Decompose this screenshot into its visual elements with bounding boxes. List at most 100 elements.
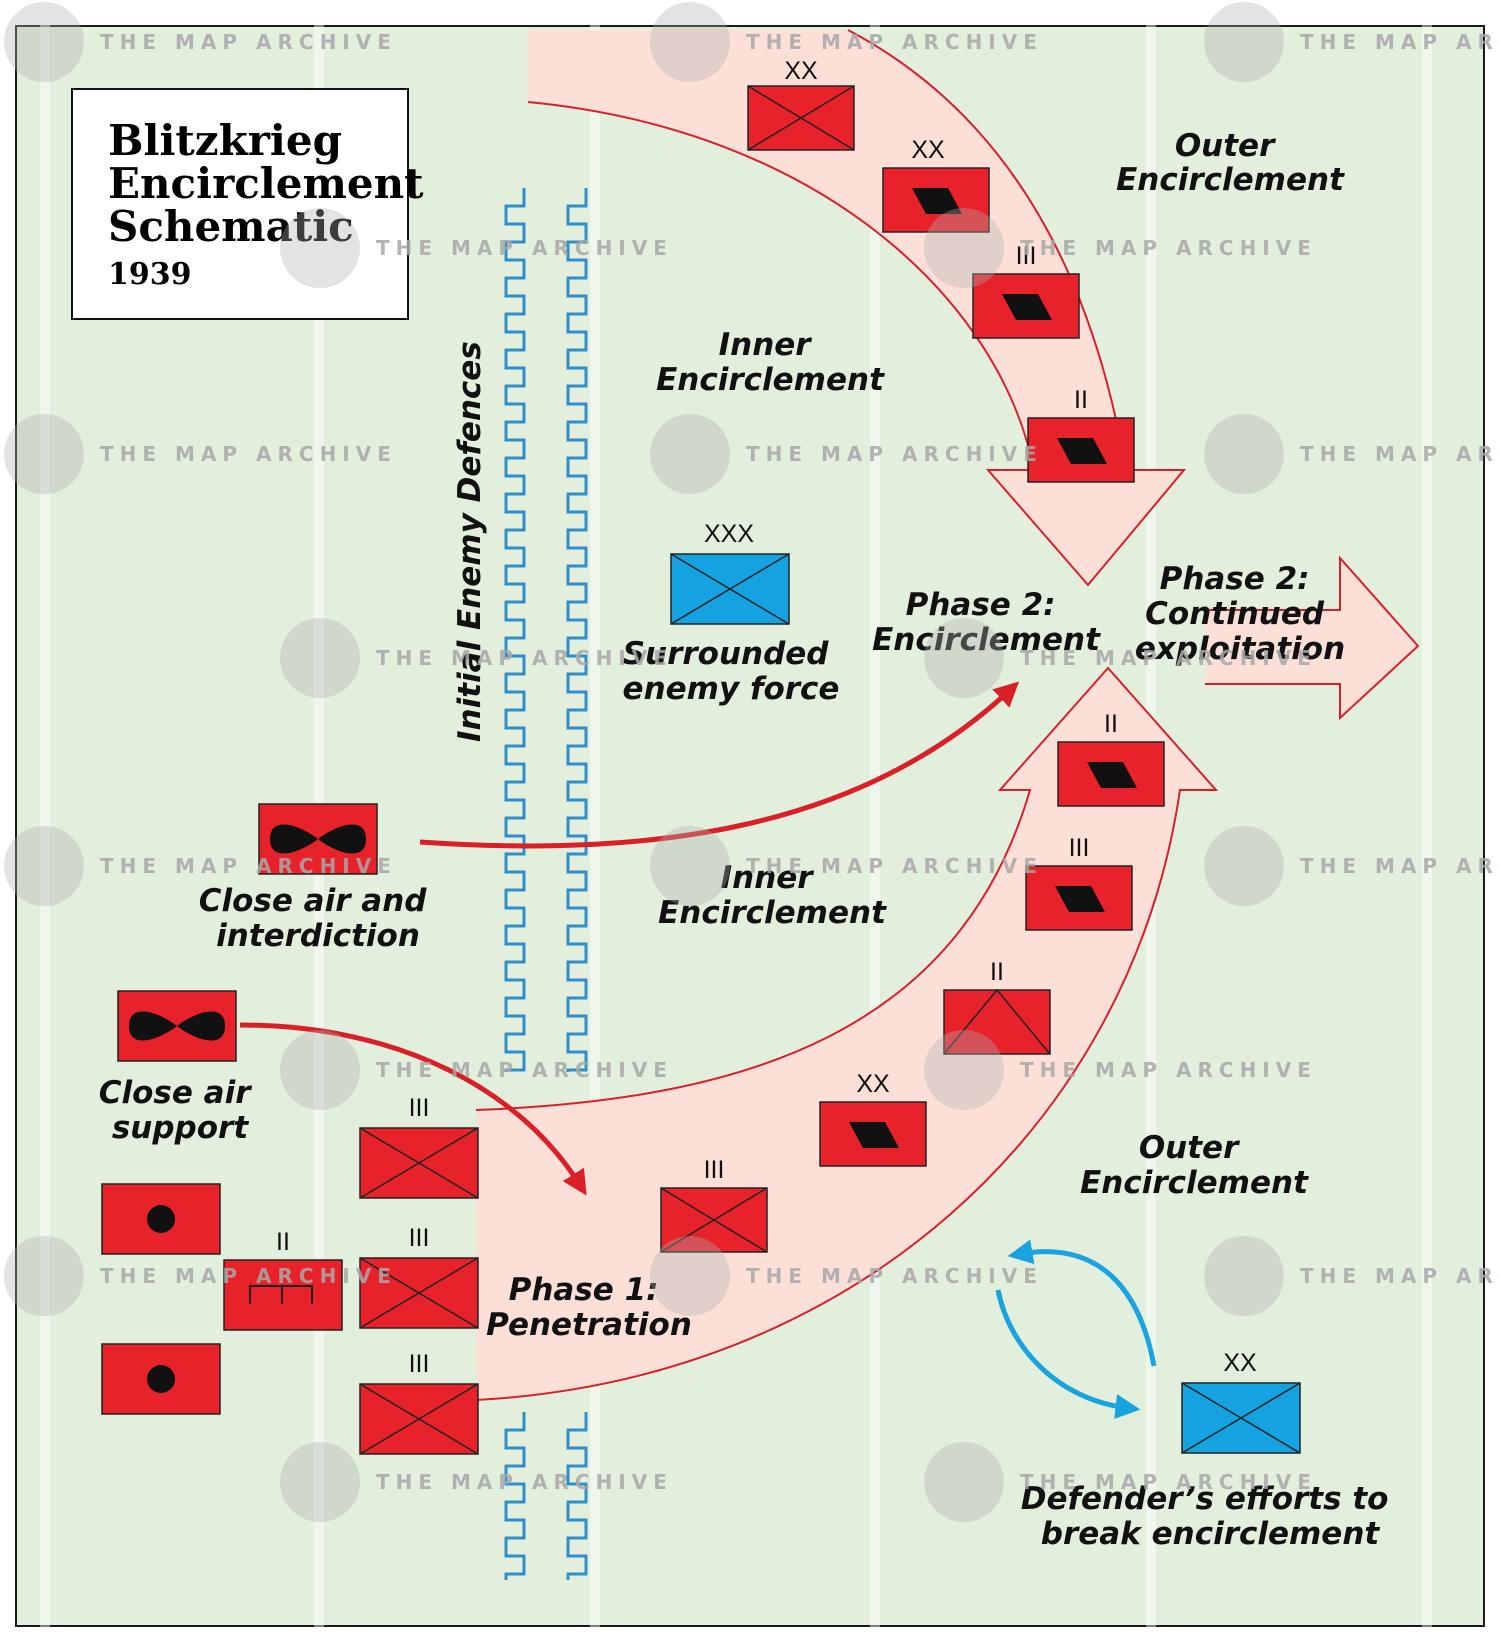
watermark-logo xyxy=(1204,2,1284,82)
watermark-logo xyxy=(924,1442,1004,1522)
watermark-text: THE MAP ARCHIVE xyxy=(746,854,1043,878)
watermark-text: THE MAP ARCHIVE xyxy=(376,1058,673,1082)
unit-bottom-1 xyxy=(1057,741,1165,807)
watermark-logo xyxy=(650,2,730,82)
watermark-text: THE MAP ARCHIVE xyxy=(1020,646,1317,670)
echelon-bottom-4: XX xyxy=(856,1070,890,1098)
echelon-left-3: III xyxy=(409,1350,430,1378)
unit-defender xyxy=(1181,1382,1301,1454)
unit-top-2 xyxy=(882,167,990,233)
unit-bottom-3 xyxy=(943,988,1051,1055)
defence-line-segment xyxy=(504,1412,526,1580)
watermark-logo xyxy=(280,1442,360,1522)
watermark-logo xyxy=(1204,414,1284,494)
bottom-encirclement-arrow-outline xyxy=(475,666,1219,1401)
watermark-logo xyxy=(4,414,84,494)
watermark-logo xyxy=(650,1236,730,1316)
unit-artillery xyxy=(223,1259,343,1331)
echelon-bottom-1: II xyxy=(1104,710,1118,738)
defender-arrow-up xyxy=(1007,1239,1157,1367)
title-line-1: Blitzkrieg xyxy=(108,116,342,165)
watermark-text: THE MAP ARCHIVE xyxy=(1020,1058,1317,1082)
unit-top-3 xyxy=(972,273,1080,339)
echelon-artillery: II xyxy=(276,1228,290,1256)
defender-arrow-down xyxy=(995,1289,1141,1419)
echelon-left-1: III xyxy=(409,1094,430,1122)
echelon-bottom-2: III xyxy=(1069,834,1090,862)
title-year: 1939 xyxy=(108,257,192,292)
echelon-surrounded-force: XXX xyxy=(704,520,754,548)
unit-surrounded-force xyxy=(670,553,790,625)
watermark-text: THE MAP ARCHIVE xyxy=(376,1470,673,1494)
watermark-text: THE MAP ARCHIVE xyxy=(100,854,397,878)
echelon-defender: XX xyxy=(1223,1349,1257,1377)
watermark-logo xyxy=(1204,826,1284,906)
watermark-logo xyxy=(280,208,360,288)
exploitation-arrow xyxy=(1205,558,1418,718)
echelon-top-2: XX xyxy=(911,136,945,164)
watermark-logo xyxy=(924,208,1004,288)
label-initial-defences: Initial Enemy Defences xyxy=(452,341,488,742)
watermark-logo xyxy=(280,618,360,698)
label-close-air-support: Close air support xyxy=(99,1075,262,1146)
title-line-3: Schematic xyxy=(108,202,354,251)
watermark-text: THE MAP ARCHIVE xyxy=(1020,1470,1317,1494)
unit-left-3 xyxy=(359,1383,479,1455)
watermark-text: THE MAP ARCHIVE xyxy=(746,1264,1043,1288)
label-close-air-interdiction: Close air and interdiction xyxy=(199,883,438,954)
watermark-logo xyxy=(4,2,84,82)
label-outer-encirclement-bottom: Outer Encirclement xyxy=(1080,1130,1309,1201)
unit-left-2 xyxy=(359,1257,479,1329)
watermark-logo xyxy=(4,826,84,906)
watermark-text: THE MAP ARCHIVE xyxy=(1300,1264,1500,1288)
echelon-left-2: III xyxy=(409,1224,430,1252)
watermark-logo xyxy=(280,1030,360,1110)
defence-lines xyxy=(504,188,588,1580)
close-air-support-arrow xyxy=(239,1022,587,1196)
watermark-logo xyxy=(650,414,730,494)
unit-aircraft-interdiction xyxy=(258,803,378,875)
echelon-bottom-5: III xyxy=(704,1156,725,1184)
label-phase1: Phase 1: Penetration xyxy=(486,1272,692,1343)
unit-aircraft-support xyxy=(117,990,237,1062)
watermark-text: THE MAP ARCHIVE xyxy=(746,30,1043,54)
unit-bottom-2 xyxy=(1025,865,1133,931)
watermark-text: THE MAP ARCHIVE xyxy=(1300,442,1500,466)
label-inner-encirclement-top: Inner Encirclement xyxy=(656,327,885,398)
watermark-logo xyxy=(924,618,1004,698)
defence-line-segment xyxy=(566,188,588,1072)
watermark-text: THE MAP ARCHIVE xyxy=(376,236,673,260)
unit-top-4 xyxy=(1027,417,1135,483)
unit-hq-2 xyxy=(101,1343,221,1415)
unit-left-1 xyxy=(359,1127,479,1199)
title-box: Blitzkrieg Encirclement Schematic 1939 xyxy=(71,88,424,320)
defence-line-segment xyxy=(566,1412,588,1580)
echelon-bottom-3: II xyxy=(990,958,1004,986)
exploitation-arrow-outline xyxy=(1205,555,1420,721)
defence-line-segment xyxy=(504,188,526,1072)
title-line-2: Encirclement xyxy=(108,159,424,208)
watermark-logo xyxy=(1204,1236,1284,1316)
echelon-top-4: II xyxy=(1074,386,1088,414)
unit-bottom-4 xyxy=(819,1101,927,1167)
interdiction-arrow xyxy=(419,681,1020,849)
echelon-top-1: XX xyxy=(784,57,818,85)
watermark-logo xyxy=(924,1030,1004,1110)
label-outer-encirclement-top: Outer Encirclement xyxy=(1116,128,1345,198)
unit-hq-1 xyxy=(101,1183,221,1255)
watermark-logo xyxy=(650,826,730,906)
watermark-text: THE MAP ARCHIVE xyxy=(1300,30,1500,54)
label-surrounded-force: Surrounded enemy force xyxy=(623,636,840,707)
top-encirclement-arrow-outline xyxy=(527,29,1187,587)
label-phase2-encirclement: Phase 2: Encirclement xyxy=(872,587,1101,658)
unit-top-1 xyxy=(747,85,855,151)
label-inner-encirclement-bottom: Inner Encirclement xyxy=(658,860,887,931)
watermark-text: THE MAP ARCHIVE xyxy=(100,1264,397,1288)
watermark-text: THE MAP ARCHIVE xyxy=(100,30,397,54)
watermark-text: THE MAP ARCHIVE xyxy=(100,442,397,466)
watermark-text: THE MAP ARCHIVE xyxy=(1020,236,1317,260)
echelon-top-3: III xyxy=(1016,242,1037,270)
label-defenders-efforts: Defender’s efforts to break encirclement xyxy=(1021,1481,1400,1552)
watermark-text: THE MAP ARCHIVE xyxy=(376,646,673,670)
